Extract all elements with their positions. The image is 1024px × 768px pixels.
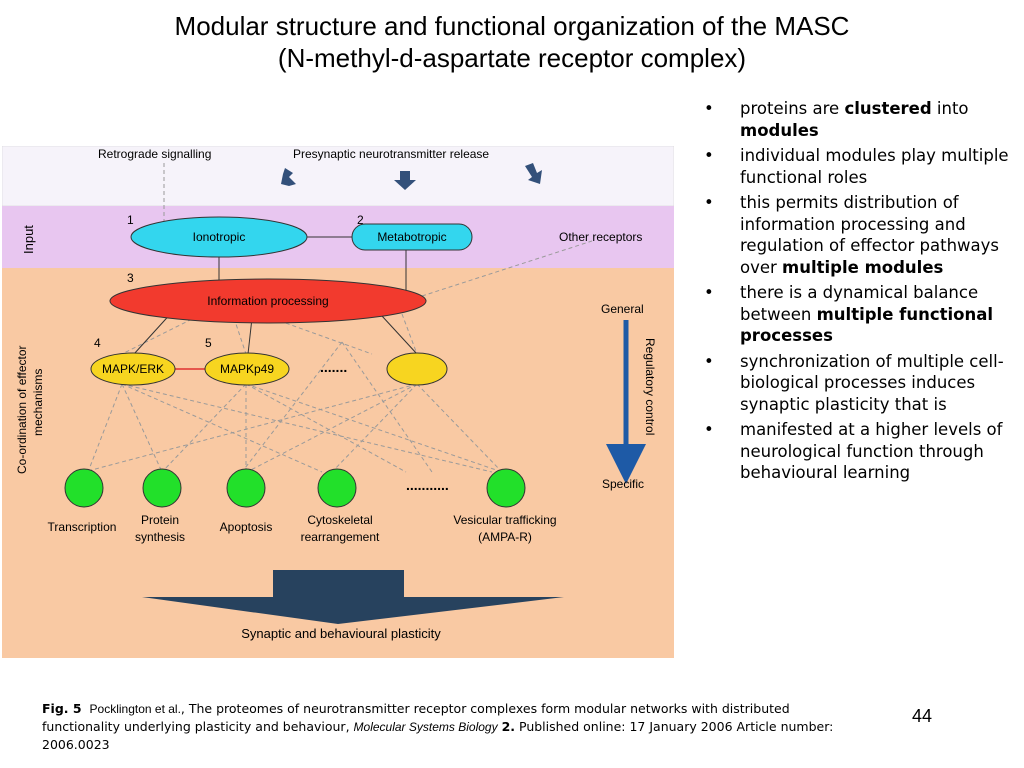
information-processing-node bbox=[109, 278, 427, 324]
plasticity-arrow bbox=[142, 570, 564, 624]
caption-journal: Molecular Systems Biology bbox=[353, 720, 498, 734]
ionotropic-label: Ionotropic bbox=[193, 230, 246, 244]
slide-title-line1: Modular structure and functional organiz… bbox=[174, 11, 850, 41]
bullet-item: this permits distribution of information… bbox=[700, 192, 1020, 278]
vesicular-label-line2: (AMPA-R) bbox=[478, 530, 532, 544]
regulatory-control-label: Regulatory control bbox=[643, 338, 657, 435]
input-label: Input bbox=[21, 225, 36, 254]
specific-label: Specific bbox=[602, 477, 644, 491]
cytoskeletal-label-line1: Cytoskeletal bbox=[307, 513, 372, 527]
coordination-label-line1: Co-ordination of effector bbox=[15, 345, 29, 474]
cytoskeletal-node bbox=[317, 468, 357, 508]
figure-caption: Fig. 5 Pocklington et al., The proteomes… bbox=[42, 700, 842, 754]
presynaptic-arrow-right bbox=[525, 163, 542, 184]
output-ellipsis: ........... bbox=[406, 477, 449, 493]
metabotropic-node bbox=[351, 223, 473, 251]
unnamed-module-node bbox=[386, 352, 448, 386]
vesicular-label-line1: Vesicular trafficking bbox=[453, 513, 556, 527]
general-label: General bbox=[601, 302, 644, 316]
caption-authors: Pocklington et al. bbox=[89, 702, 181, 716]
slide-title: Modular structure and functional organiz… bbox=[0, 10, 1024, 74]
bullet-item: synchronization of multiple cell-biologi… bbox=[700, 351, 1020, 416]
bullet-item: there is a dynamical balance between mul… bbox=[700, 282, 1020, 347]
module-ellipsis: ....... bbox=[320, 359, 347, 375]
mapk-erk-label: MAPK/ERK bbox=[102, 362, 164, 376]
top-band bbox=[2, 146, 674, 207]
caption-volume: 2. bbox=[501, 719, 516, 734]
mapkp49-label: MAPKp49 bbox=[220, 362, 274, 376]
metabotropic-label: Metabotropic bbox=[377, 230, 446, 244]
bullet-item: individual modules play multiple functio… bbox=[700, 145, 1020, 188]
information-processing-label: Information processing bbox=[207, 294, 328, 308]
presynaptic-label: Presynaptic neurotransmitter release bbox=[293, 147, 489, 161]
info-mapkp49-link bbox=[247, 317, 253, 355]
cytoskeletal-label-line2: rearrangement bbox=[301, 530, 380, 544]
ionotropic-node bbox=[130, 216, 308, 258]
bullet-item: manifested at a higher levels of neurolo… bbox=[700, 419, 1020, 484]
plasticity-label: Synaptic and behavioural plasticity bbox=[241, 626, 441, 641]
transcription-node bbox=[64, 468, 104, 508]
page-number: 44 bbox=[912, 706, 933, 726]
vesicular-trafficking-node bbox=[486, 468, 526, 508]
dashed-connections bbox=[83, 240, 593, 473]
slide-title-line2: (N-methyl-d-aspartate receptor complex) bbox=[277, 43, 747, 73]
presynaptic-arrow-left bbox=[281, 168, 296, 186]
other-receptors-label: Other receptors bbox=[559, 230, 642, 244]
module-number-5: 5 bbox=[205, 336, 212, 350]
module-number-4: 4 bbox=[94, 336, 101, 350]
transcription-label: Transcription bbox=[48, 520, 117, 534]
bullet-item: proteins are clustered into modules bbox=[700, 98, 1020, 141]
mapkp49-node bbox=[204, 352, 290, 386]
presynaptic-arrow-center bbox=[394, 171, 416, 190]
info-yellow-link bbox=[381, 315, 418, 355]
retrograde-label: Retrograde signalling bbox=[98, 147, 211, 161]
caption-text2: Published online: 17 January 2006 Articl… bbox=[42, 719, 834, 752]
caption-fig-label: Fig. 5 bbox=[42, 701, 82, 716]
protein-synthesis-node bbox=[142, 468, 182, 508]
mapk-erk-node bbox=[90, 352, 176, 386]
apoptosis-node bbox=[226, 468, 266, 508]
module-number-3: 3 bbox=[127, 271, 134, 285]
module-number-2: 2 bbox=[357, 213, 364, 227]
bullet-list: proteins are clustered into modules indi… bbox=[700, 98, 1020, 488]
protein-label-line2: synthesis bbox=[135, 530, 185, 544]
protein-label-line1: Protein bbox=[141, 513, 179, 527]
module-number-1: 1 bbox=[127, 213, 134, 227]
apoptosis-label: Apoptosis bbox=[220, 520, 273, 534]
coordination-label-line2: mechanisms bbox=[31, 369, 45, 436]
masc-diagram: Retrograde signalling Presynaptic neurot… bbox=[2, 146, 674, 658]
caption-text1: , The proteomes of neurotransmitter rece… bbox=[42, 701, 790, 734]
